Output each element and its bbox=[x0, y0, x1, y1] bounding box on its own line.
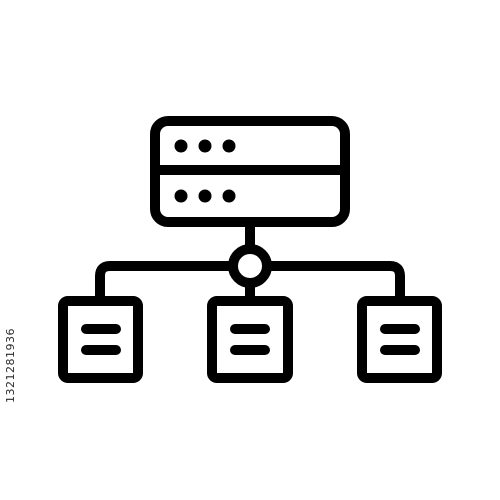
document-center-icon bbox=[207, 296, 293, 383]
indicator-light-dot bbox=[222, 189, 236, 203]
document-left-icon bbox=[58, 296, 143, 383]
document-right-icon bbox=[357, 296, 442, 383]
indicator-light-dot bbox=[222, 139, 236, 153]
branch-left-line bbox=[95, 261, 238, 306]
indicator-light-dot bbox=[198, 139, 212, 153]
indicator-light-dot bbox=[174, 139, 188, 153]
watermark-id-text: 1321281936 bbox=[3, 327, 17, 403]
watermark-id: 1321281936 bbox=[3, 270, 17, 460]
indicator-light-dot bbox=[174, 189, 188, 203]
indicator-light-dot bbox=[198, 189, 212, 203]
branch-right-line bbox=[262, 261, 405, 306]
hub-circle-icon bbox=[228, 244, 272, 288]
